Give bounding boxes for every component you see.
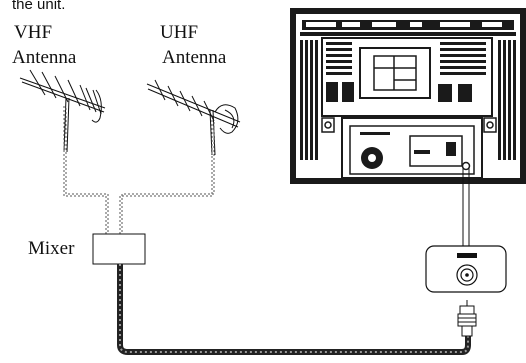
- antenna-jack-icon: [425, 245, 507, 293]
- coax-connector-icon: [457, 300, 477, 337]
- vhf-label-line2: Antenna: [12, 47, 77, 68]
- coax-cable: [117, 264, 471, 355]
- tv-rear-panel-icon: [290, 8, 526, 184]
- vhf-label-line1: VHF: [14, 22, 52, 43]
- jack-callout-leader: [462, 168, 470, 246]
- top-caption: the unit.: [12, 0, 65, 13]
- uhf-label-line2: Antenna: [162, 47, 227, 68]
- uhf-label-line1: UHF: [160, 22, 198, 43]
- mixer-box-icon: [92, 233, 146, 265]
- mixer-label: Mixer: [28, 238, 75, 259]
- vhf-antenna-icon: [19, 69, 106, 153]
- uhf-antenna-icon: [146, 79, 241, 156]
- antenna-feed-lines: [63, 106, 215, 234]
